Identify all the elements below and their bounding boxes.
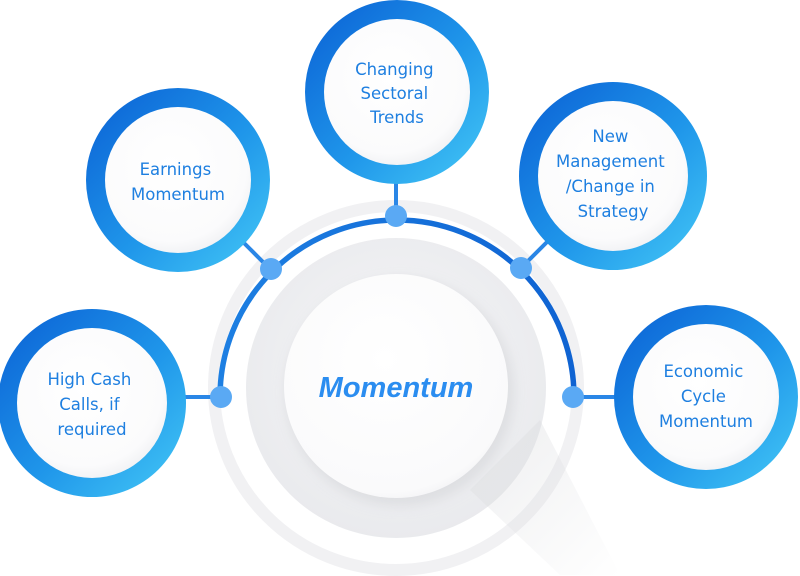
dot-new-management [510,257,532,279]
node-label-line: required [57,420,126,439]
node-economic-cycle-momentum: Economic Cycle Momentum [614,305,798,489]
node-label-line: High Cash [47,370,131,389]
svg-text:Changing Sectoral: Changing Sectoral Trends [355,60,439,127]
node-label-line: Calls, if [59,395,120,414]
node-label-line: Sectoral [361,84,429,103]
node-label-line: Momentum [131,185,225,204]
node-label-line: Trends [369,108,424,127]
node-earnings-momentum: Earnings Momentum [86,88,270,272]
dot-changing-sectoral-trends [385,205,407,227]
node-new-management: New Management /Change in Strategy [519,82,707,270]
node-label-line: Changing [355,60,434,79]
node-label-line: Management [556,152,665,171]
node-label-line: Cycle [681,387,726,406]
svg-text:High Cash Calls, if: High Cash Calls, if required [47,370,136,439]
svg-text:Earnings Momentum: Earnings Momentum [131,160,225,204]
center-label: Momentum [319,372,474,404]
node-label-line: New [592,127,628,146]
node-label-line: Momentum [659,412,753,431]
svg-text:New Management /Ch: New Management /Change in Strategy [556,127,670,221]
dot-high-cash-calls [210,386,232,408]
node-high-cash-calls: High Cash Calls, if required [0,309,186,497]
center-disc [246,238,620,575]
svg-text:Economic Cycle Mom: Economic Cycle Momentum [659,362,753,431]
dot-earnings-momentum [260,258,282,280]
connector-dots [210,205,584,408]
dot-economic-cycle-momentum [562,386,584,408]
node-label-line: Economic [663,362,743,381]
node-changing-sectoral-trends: Changing Sectoral Trends [305,0,489,184]
node-label-line: /Change in [566,177,655,196]
node-label-line: Earnings [140,160,212,179]
node-label-line: Strategy [578,202,649,221]
